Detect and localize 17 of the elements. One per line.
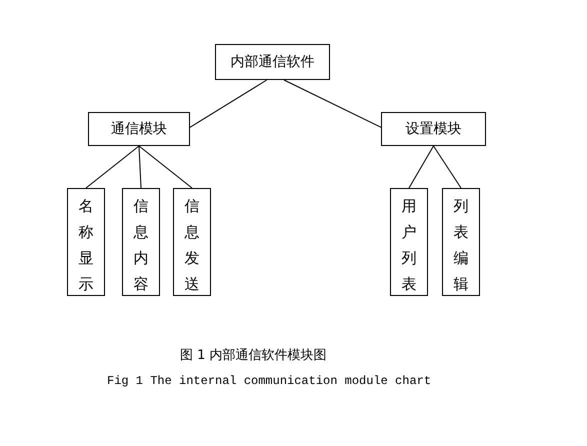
module-box: 内部通信软件 [215,44,330,80]
module-box: 设置模块 [381,112,486,146]
figure-caption: 图 1 内部通信软件模块图 [180,347,327,364]
function-box: 信息发送 [173,188,211,296]
connector-line [138,146,142,188]
connector-line [190,80,268,128]
connector-line [86,146,140,188]
connector-line [433,146,462,188]
figure-caption: Fig 1 The internal communication module chart [107,374,432,388]
module-box: 通信模块 [88,112,190,146]
connector-line [138,146,192,188]
function-box: 信息内容 [122,188,160,296]
function-box: 名称显示 [67,188,105,296]
connector-line [408,146,434,188]
function-box: 用户列表 [390,188,428,296]
function-box: 列表编辑 [442,188,480,296]
connector-line [284,80,382,128]
